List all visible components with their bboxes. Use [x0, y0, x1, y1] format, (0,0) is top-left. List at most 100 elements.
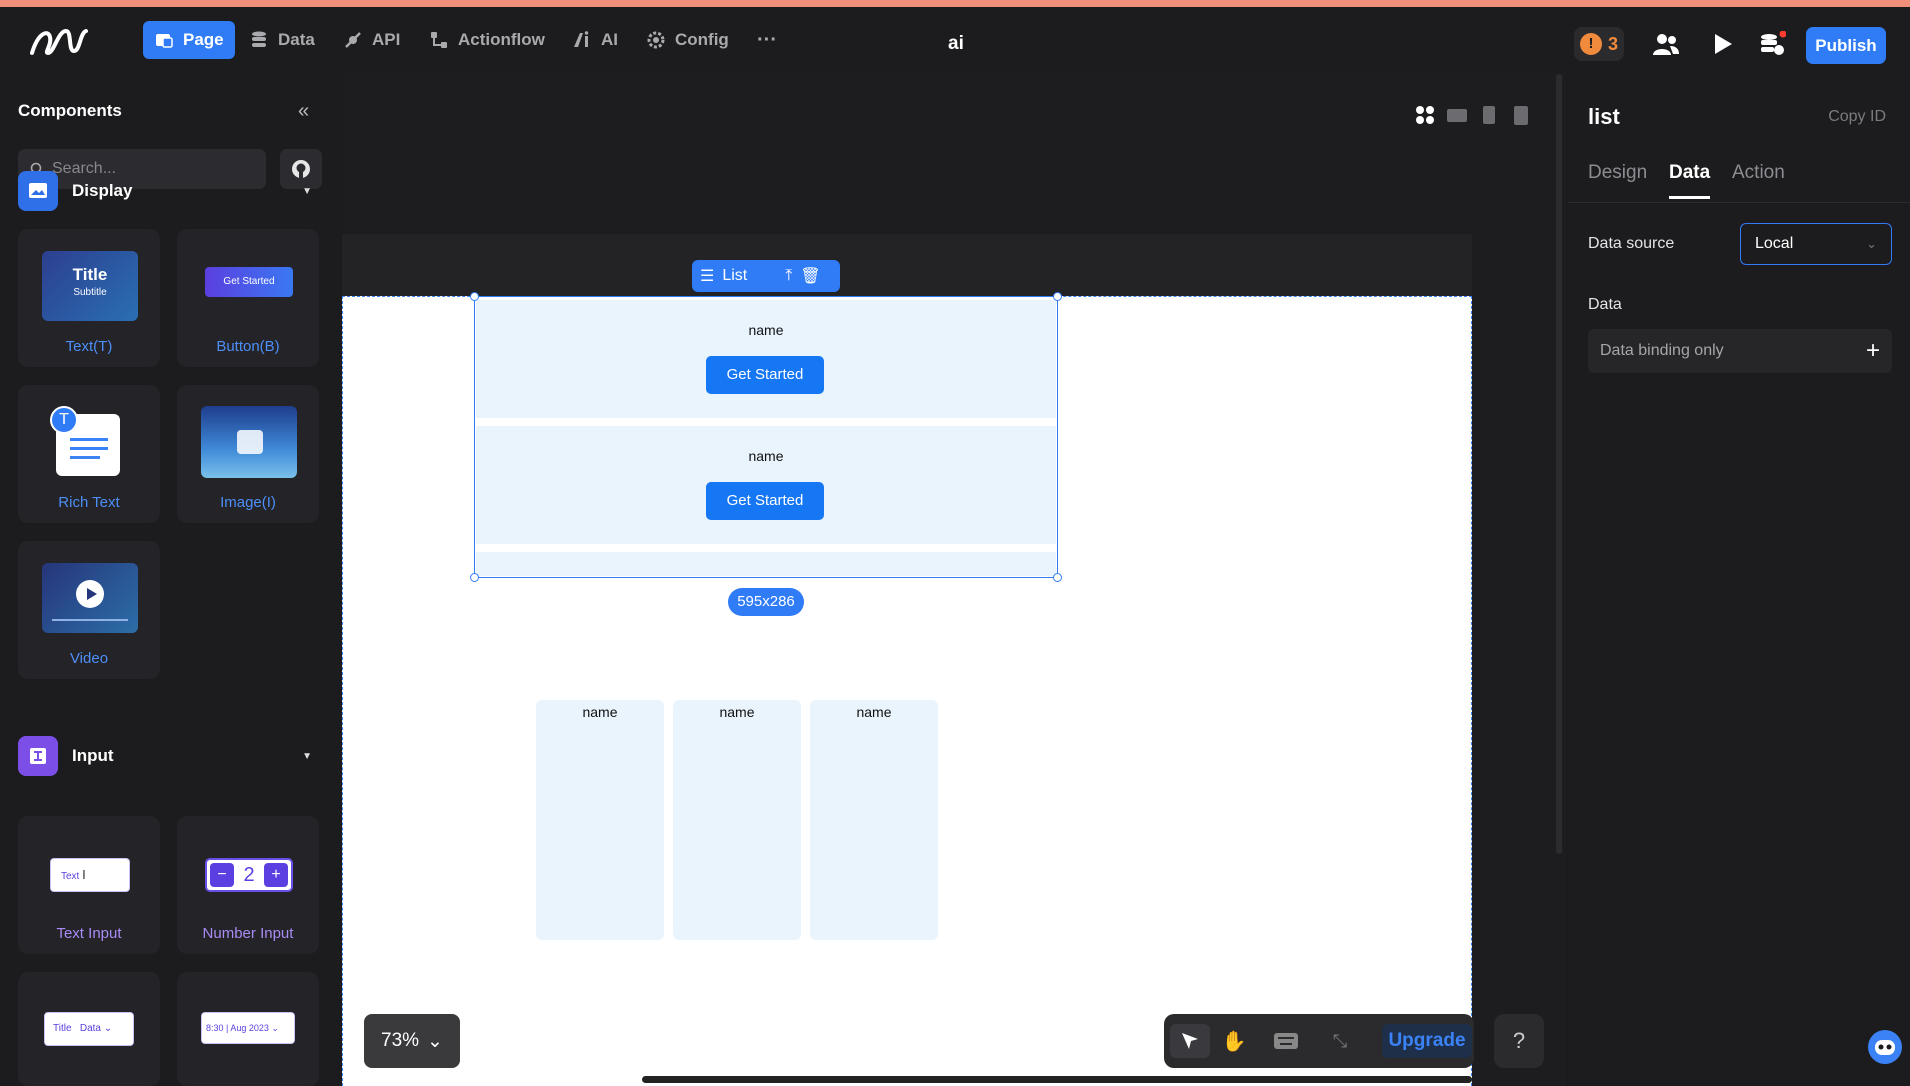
grid-item[interactable]: name	[810, 700, 938, 940]
grid-item[interactable]: name	[673, 700, 801, 940]
data-binding-field[interactable]: Data binding only +	[1588, 329, 1892, 373]
device-switcher	[1415, 104, 1531, 126]
component-label: Text Input	[56, 925, 122, 942]
chevron-down-icon: ▼	[302, 185, 312, 197]
resize-handle[interactable]	[470, 573, 479, 582]
date-picker-thumbnail: 8:30 | Aug 2023 ⌄	[201, 1012, 295, 1044]
preview-play-icon[interactable]	[1708, 31, 1736, 57]
ai-icon	[574, 31, 589, 47]
list-item[interactable]: name Get Started	[476, 300, 1056, 418]
section-display[interactable]: Display ▼	[18, 171, 312, 211]
component-select[interactable]: Title Data ⌄	[18, 972, 160, 1086]
component-label: Button(B)	[216, 338, 280, 355]
data-label: Data	[1588, 296, 1622, 313]
component-video[interactable]: Video	[18, 541, 160, 679]
delete-icon[interactable]: 🗑	[800, 268, 821, 285]
more-icon: ···	[757, 28, 777, 51]
component-text[interactable]: Title Subtitle Text(T)	[18, 229, 160, 367]
image-thumbnail	[201, 406, 297, 478]
select-thumbnail: Title Data ⌄	[44, 1012, 134, 1046]
horizontal-scrollbar[interactable]	[642, 1076, 1472, 1083]
tab-data[interactable]: Data	[238, 21, 326, 59]
thumb-text: Text	[61, 871, 80, 882]
canvas-toolbar: ✋ ⤡ Upgrade	[1164, 1014, 1474, 1068]
thumb-title: Title	[72, 265, 108, 284]
logo-icon[interactable]	[28, 23, 94, 59]
keyboard-tool[interactable]	[1266, 1024, 1306, 1058]
list-item-partial[interactable]	[476, 552, 1056, 576]
resize-handle[interactable]	[1053, 292, 1062, 301]
component-image[interactable]: Image(I)	[177, 385, 319, 523]
collaborators-icon[interactable]	[1652, 31, 1680, 57]
tab-ai[interactable]: AI	[561, 21, 629, 59]
tab-data[interactable]: Data	[1669, 162, 1711, 199]
component-text-input[interactable]: Text I Text Input	[18, 816, 160, 954]
database-status-icon[interactable]	[1758, 31, 1786, 57]
minus-icon: −	[210, 863, 234, 887]
tab-actionflow[interactable]: Actionflow	[418, 21, 556, 59]
zoom-control[interactable]: 73% ⌄	[364, 1014, 460, 1068]
search-input[interactable]	[52, 160, 252, 178]
search-box[interactable]	[18, 149, 266, 189]
get-started-button[interactable]: Get Started	[706, 356, 824, 394]
hand-tool[interactable]: ✋	[1214, 1024, 1254, 1058]
collapse-panel-icon[interactable]: «	[298, 100, 310, 122]
add-icon[interactable]: +	[1865, 337, 1880, 364]
database-icon	[252, 31, 266, 47]
component-number-input[interactable]: − 2 + Number Input	[177, 816, 319, 954]
select-parent-icon[interactable]: ⤒	[785, 267, 793, 284]
section-input[interactable]: Input ▼	[18, 736, 312, 776]
tab-label: AI	[601, 30, 618, 49]
text-thumbnail: Title Subtitle	[42, 251, 138, 321]
warnings-button[interactable]: ! 3	[1574, 27, 1625, 61]
panel-title: Components	[18, 101, 122, 120]
tab-design[interactable]: Design	[1588, 162, 1648, 183]
mobile-icon[interactable]	[1511, 104, 1531, 126]
video-thumbnail	[42, 563, 138, 633]
list-item[interactable]: name Get Started	[476, 426, 1056, 544]
section-label: Input	[72, 746, 114, 765]
api-icon	[345, 32, 361, 48]
publish-button[interactable]: Publish	[1806, 27, 1886, 64]
select-tool[interactable]	[1170, 1024, 1210, 1058]
list-toolbar-label: List	[722, 267, 748, 284]
component-label: Rich Text	[58, 494, 120, 511]
component-date-picker[interactable]: 8:30 | Aug 2023 ⌄	[177, 972, 319, 1086]
resize-handle[interactable]	[470, 292, 479, 301]
warning-count: 3	[1608, 33, 1619, 54]
copy-id-button[interactable]: Copy ID	[1828, 108, 1886, 125]
component-rich-text[interactable]: T Rich Text	[18, 385, 160, 523]
data-source-label: Data source	[1588, 235, 1675, 252]
grid-item[interactable]: name	[536, 700, 664, 940]
assistant-bot-icon[interactable]	[1868, 1030, 1902, 1064]
tab-page[interactable]: Page	[143, 21, 235, 59]
warning-icon: !	[1580, 33, 1602, 55]
plus-icon: +	[264, 863, 288, 887]
number-input-thumbnail: − 2 +	[205, 858, 293, 892]
tablet-icon[interactable]	[1479, 104, 1499, 126]
github-button[interactable]	[280, 149, 322, 189]
vertical-scrollbar[interactable]	[1556, 74, 1562, 854]
tab-api[interactable]: API	[332, 21, 411, 59]
component-label: Text(T)	[65, 338, 113, 355]
get-started-button[interactable]: Get Started	[706, 482, 824, 520]
list-selection-box[interactable]	[474, 296, 1058, 578]
cursor-icon	[1182, 1033, 1198, 1049]
resize-handle[interactable]	[1053, 573, 1062, 582]
upgrade-button[interactable]: Upgrade	[1382, 1024, 1472, 1058]
desktop-icon[interactable]	[1447, 104, 1467, 126]
grid-view-icon[interactable]	[1415, 104, 1435, 126]
more-menu-button[interactable]: ···	[746, 21, 788, 59]
help-button[interactable]: ?	[1494, 1014, 1544, 1068]
component-label: Number Input	[202, 925, 294, 942]
properties-panel: list Copy ID Design Data Action Data sou…	[1568, 72, 1910, 1086]
data-source-select[interactable]: Local ⌄	[1740, 223, 1892, 265]
display-section-icon	[18, 171, 58, 211]
input-section-icon	[18, 736, 58, 776]
image-icon	[237, 430, 263, 454]
component-button[interactable]: Get Started Button(B)	[177, 229, 319, 367]
tab-config[interactable]: Config	[635, 21, 740, 59]
tab-action[interactable]: Action	[1732, 162, 1785, 183]
fullscreen-tool[interactable]: ⤡	[1320, 1024, 1360, 1058]
